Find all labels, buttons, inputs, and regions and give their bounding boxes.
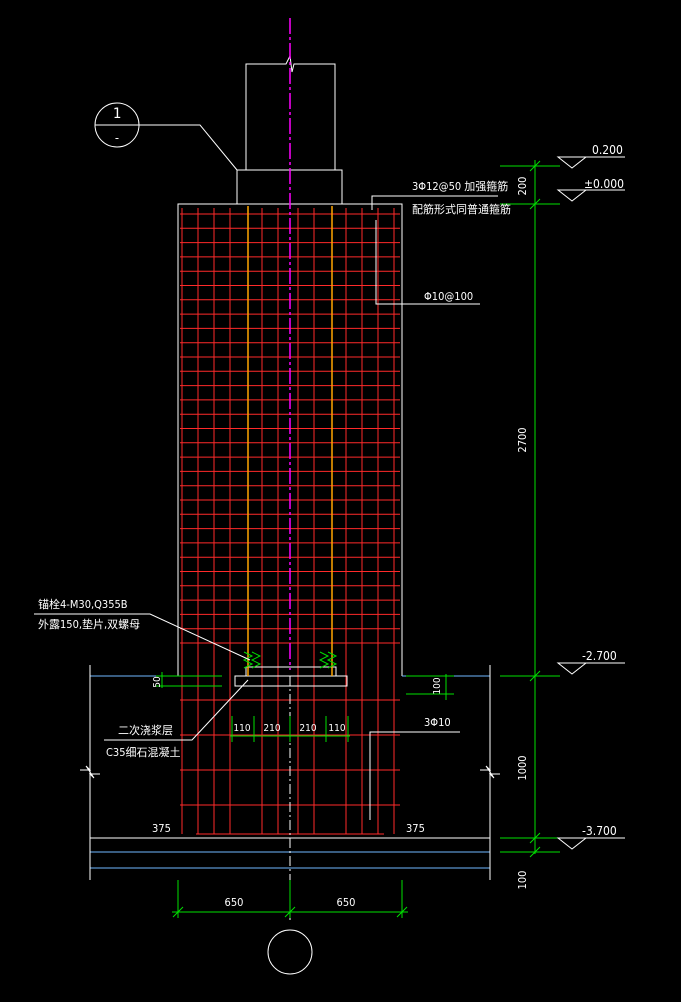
elevation-bottom: -3.700: [556, 824, 625, 850]
axis-bubble: [267, 929, 313, 975]
dim-bolt-110-left: 110: [233, 723, 250, 734]
dim-bolt-210-left: 210: [263, 723, 280, 734]
dim-grout-50: 50: [152, 676, 163, 688]
stirrup-bottom-label: 3Φ10: [424, 716, 451, 729]
break-symbol-left: [80, 765, 100, 779]
anchor-label-line2: 外露150,垫片,双螺母: [38, 617, 140, 631]
break-symbol-right: [480, 765, 500, 779]
elevation-bottom-label: -3.700: [582, 824, 617, 838]
vertical-dimensions: [500, 160, 560, 858]
dim-top-200: 200: [516, 177, 529, 196]
stirrup-top-line1: 3Φ12@50 加强箍筋: [412, 179, 508, 193]
stirrup-top-callout: 3Φ12@50 加强箍筋 配筋形式同普通箍筋: [371, 179, 511, 216]
grout-layer: [245, 666, 337, 677]
stirrup-main-label: Φ10@100: [424, 290, 473, 303]
base-plate: [234, 675, 348, 687]
section-marker-sub: -: [113, 131, 120, 145]
bolt-spacing-dims: [230, 716, 350, 742]
elevation-ground-label: ±0.000: [584, 177, 624, 191]
anchor-label-line1: 锚栓4-M30,Q355B: [38, 597, 128, 611]
section-marker: 1 -: [94, 102, 238, 171]
dim-base-100: 100: [516, 871, 529, 890]
elevation-top-label: 0.200: [592, 143, 623, 157]
dim-edge-375-right: 375: [406, 822, 425, 835]
dim-bolt-210-right: 210: [299, 723, 316, 734]
width-dimension: [172, 880, 408, 918]
grout-label-line2: C35细石混凝土: [106, 745, 181, 759]
base-plate-assembly: [234, 206, 348, 687]
anchor-nut-left: [242, 651, 262, 669]
stirrup-top-line2: 配筋形式同普通箍筋: [412, 202, 511, 216]
elevation-top: 0.200: [556, 143, 625, 169]
dim-width-650-right: 650: [337, 896, 356, 909]
anchor-nut-right: [318, 651, 338, 669]
dim-1000: 1000: [516, 755, 529, 780]
stirrup-bottom-callout: 3Φ10: [369, 716, 460, 820]
anchor-callout: 锚栓4-M30,Q355B 外露150,垫片,双螺母: [34, 597, 251, 661]
dim-bolt-110-right: 110: [328, 723, 345, 734]
dim-edge-375-left: 375: [152, 822, 171, 835]
grout-callout: 二次浇浆层 C35细石混凝土: [104, 679, 249, 759]
dim-plate-100: 100: [432, 677, 443, 694]
dim-2700: 2700: [516, 427, 529, 452]
section-marker-number: 1: [113, 106, 121, 122]
dim-width-650-left: 650: [225, 896, 244, 909]
plate-dimension: [406, 674, 454, 700]
grout-dimension: [156, 672, 222, 688]
stirrup-main-callout: Φ10@100: [375, 220, 480, 305]
column-stub: [245, 54, 336, 170]
elevation-mid: -2.700: [556, 649, 625, 675]
grout-label-line1: 二次浇浆层: [118, 723, 173, 737]
elevation-ground: ±0.000: [556, 177, 625, 202]
elevation-mid-label: -2.700: [582, 649, 617, 663]
